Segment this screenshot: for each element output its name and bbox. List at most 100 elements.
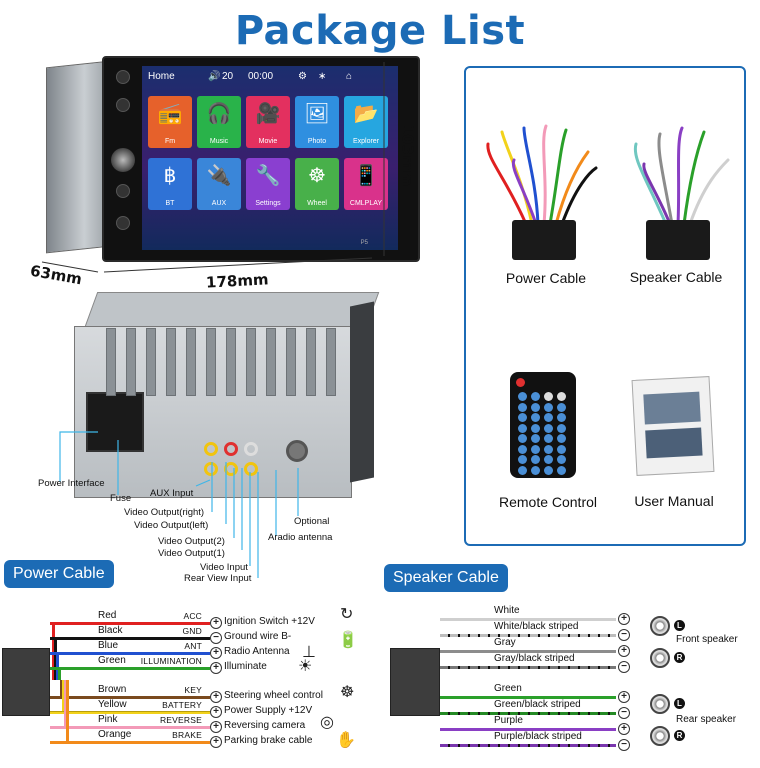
speaker-wire <box>440 618 616 621</box>
remote-button <box>544 413 553 422</box>
package-item-power-cable: Power Cable <box>505 270 587 286</box>
speaker-wire-label: Green/black striped <box>494 699 581 710</box>
unit-faceplate: Home 🔊 20 00:00 ⚙ ∗ ⌂ 📻Fm🎧Music🎥Movie🖼Ph… <box>102 56 420 262</box>
package-list-box: Power Cable Speaker Cable Remote Control… <box>464 66 746 546</box>
status-bar: Home 🔊 20 00:00 ⚙ ∗ ⌂ <box>142 66 398 88</box>
power-interface-connector <box>86 392 144 452</box>
power-wire-brown <box>50 696 210 699</box>
gear-status-icon: ⚙ <box>298 71 307 82</box>
app-tile-cmlplay[interactable]: 📱 CMLPLAY <box>344 158 388 210</box>
headphones-icon: 🎧 <box>206 103 232 125</box>
app-tile-settings[interactable]: 🔧Settings <box>246 158 290 210</box>
power-wire-drop <box>52 622 55 680</box>
power-wire-color-label: Red <box>98 610 117 621</box>
speaker-icon <box>650 726 670 746</box>
steering-wheel-icon: ☸ <box>340 684 355 701</box>
speaker-wire <box>440 712 616 715</box>
page-title: Package List <box>234 8 526 54</box>
heatsink-fin <box>266 328 276 396</box>
app-tile-movie[interactable]: 🎥Movie <box>246 96 290 148</box>
terminal-icon: + <box>210 691 222 703</box>
power-wire-color-label: Pink <box>98 714 118 725</box>
power-wire-pin-label: KEY <box>184 685 202 695</box>
wrench-icon: 🔧 <box>255 165 281 187</box>
lamp-icon: ☀ <box>298 658 313 675</box>
callout-video-output-2: Video Output(2) <box>158 536 225 547</box>
channel-badge: R <box>674 730 685 741</box>
speaker-wire <box>440 728 616 731</box>
callout-aux-input: AUX Input <box>150 488 194 499</box>
heatsink-fin <box>126 328 136 396</box>
volume-knob[interactable] <box>111 148 135 172</box>
volume-value: 20 <box>222 71 234 82</box>
touch-screen[interactable]: Home 🔊 20 00:00 ⚙ ∗ ⌂ 📻Fm🎧Music🎥Movie🖼Ph… <box>142 66 398 250</box>
mode-button[interactable] <box>116 98 130 112</box>
rca-red <box>224 442 238 456</box>
button-column <box>110 66 136 254</box>
model-label: P5 <box>360 240 368 246</box>
app-tile-photo[interactable]: 🖼Photo <box>295 96 339 148</box>
channel-badge: L <box>674 698 685 709</box>
callout-video-input: Video Input <box>200 562 248 573</box>
remote-button <box>557 465 566 475</box>
power-wire-color-label: Brown <box>98 684 127 695</box>
callout-rear-view-input: Rear View Input <box>184 573 252 584</box>
bluetooth-icon: ฿ <box>163 165 177 187</box>
callout-optional: Optional <box>294 516 330 527</box>
power-wire-pin-label: BATTERY <box>162 700 202 710</box>
heatsink-fin <box>246 328 256 396</box>
speaker-icon <box>650 616 670 636</box>
minus-terminal-icon: − <box>618 629 630 641</box>
heatsink-fin <box>286 328 296 396</box>
app-tile-explorer[interactable]: 📂Explorer <box>344 96 388 148</box>
remote-button <box>518 392 527 401</box>
harness-illustrations <box>486 124 730 226</box>
minus-terminal-icon: − <box>618 707 630 719</box>
power-wire-function: Radio Antenna <box>224 646 290 657</box>
terminal-icon: + <box>210 721 222 733</box>
terminal-icon: + <box>210 662 222 674</box>
speaker-wire-label: Purple/black striped <box>494 731 582 742</box>
app-tile-music[interactable]: 🎧Music <box>197 96 241 148</box>
bluetooth-status-icon: ∗ <box>318 71 327 82</box>
power-wire-pin-label: ILLUMINATION <box>140 656 202 666</box>
callout-video-output-left: Video Output(left) <box>134 520 209 531</box>
power-wire-yellow <box>50 711 210 714</box>
power-wire-black <box>50 637 210 640</box>
remote-button <box>557 423 566 433</box>
power-button[interactable] <box>116 70 130 84</box>
app-tile-label: AUX <box>211 200 227 207</box>
terminal-icon: + <box>210 736 222 748</box>
speaker-connector <box>390 648 440 716</box>
power-wire-red <box>50 622 210 625</box>
app-tile-wheel[interactable]: ☸Wheel <box>295 158 339 210</box>
remote-button <box>518 455 527 464</box>
power-wire-orange <box>50 741 210 744</box>
app-tile-aux[interactable]: 🔌AUX <box>197 158 241 210</box>
app-tile-bt[interactable]: ฿BT <box>148 158 192 210</box>
callout-video-output-right: Video Output(right) <box>124 507 205 518</box>
power-wire-drop <box>56 652 59 680</box>
heatsink-fin <box>146 328 156 396</box>
app-tile-fm[interactable]: 📻Fm <box>148 96 192 148</box>
remote-button <box>531 423 540 433</box>
callout-fuse: Fuse <box>110 493 132 504</box>
remote-button <box>518 402 527 412</box>
heatsink-fin <box>326 328 336 396</box>
remote-button <box>518 444 527 454</box>
app-tile-label: CMLPLAY <box>349 200 383 207</box>
rca-video-1 <box>244 462 258 476</box>
remote-button <box>531 465 540 475</box>
home-icon[interactable]: ⌂ <box>346 71 353 82</box>
power-wire-drop <box>64 680 67 726</box>
user-manual <box>631 376 715 476</box>
power-wire-pink <box>50 726 210 729</box>
remote-button <box>557 455 566 464</box>
speaker-wire <box>440 666 616 669</box>
folder-icon: 📂 <box>353 103 379 125</box>
phone-icon: 📱 <box>353 165 379 187</box>
speaker-wire <box>440 634 616 637</box>
remote-button <box>531 455 540 464</box>
power-connector <box>2 648 50 716</box>
usb-port <box>116 184 130 198</box>
